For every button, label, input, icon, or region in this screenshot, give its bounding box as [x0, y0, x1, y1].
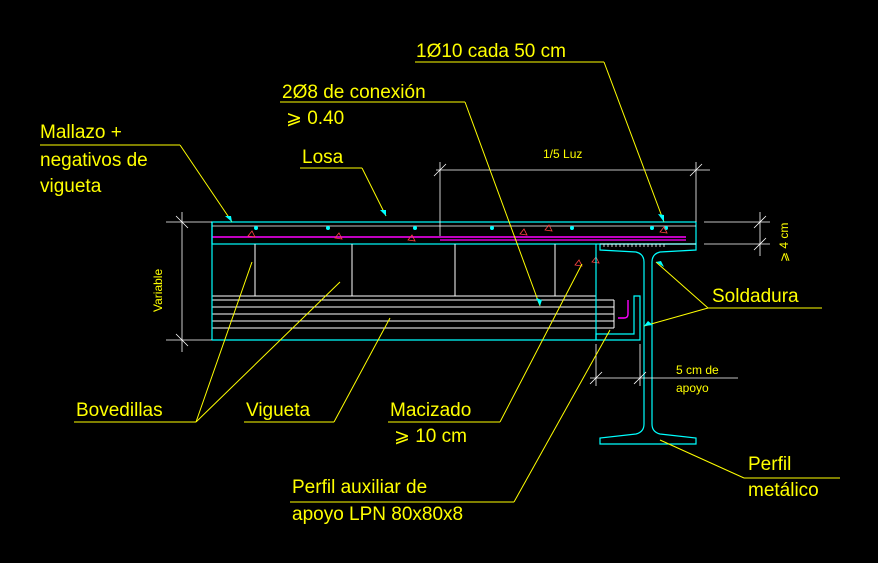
- rebar-dots: [254, 226, 668, 230]
- rebar-hook: [618, 300, 629, 319]
- slab-layer: [211, 221, 697, 245]
- label-joist: Vigueta: [246, 400, 311, 421]
- steel-i-beam: [599, 243, 697, 445]
- label-steel-profile-1: Perfil: [748, 454, 791, 475]
- label-steel-profile-2: metálico: [748, 480, 819, 501]
- leader-lines: [40, 61, 840, 503]
- label-thickness: ⩾ 4 cm: [777, 223, 791, 262]
- label-connection-bars-min: ⩾ 0.40: [286, 108, 344, 129]
- label-blocks: Bovedillas: [76, 400, 163, 421]
- aux-angle-profile: [595, 295, 641, 341]
- label-solid: Macizado: [390, 400, 471, 421]
- label-mesh-3: vigueta: [40, 176, 102, 197]
- label-connection-bars: 2Ø8 de conexión: [282, 82, 426, 103]
- label-solid-min: ⩾ 10 cm: [394, 426, 467, 447]
- label-mesh-1: Mallazo +: [40, 122, 122, 143]
- vigueta: [211, 299, 615, 329]
- dimension-lines: [166, 162, 770, 386]
- label-variable: Variable: [151, 269, 165, 312]
- slab-structure: [211, 221, 697, 445]
- label-support: 5 cm de: [676, 363, 719, 377]
- label-aux-profile-1: Perfil auxiliar de: [292, 477, 427, 498]
- text-labels: 1Ø10 cada 50 cm 2Ø8 de conexión ⩾ 0.40 M…: [40, 41, 819, 525]
- label-mesh-2: negativos de: [40, 150, 148, 171]
- leader-arrows: [225, 210, 664, 326]
- label-weld: Soldadura: [712, 286, 799, 307]
- label-support-2: apoyo: [676, 381, 709, 395]
- bovedillas: [211, 244, 596, 297]
- label-aux-profile-2: apoyo LPN 80x80x8: [292, 504, 463, 525]
- weld-marks: [600, 243, 696, 247]
- label-slab: Losa: [302, 147, 344, 168]
- label-fifth-span: 1/5 Luz: [543, 147, 582, 161]
- label-bar-spacing: 1Ø10 cada 50 cm: [416, 41, 566, 62]
